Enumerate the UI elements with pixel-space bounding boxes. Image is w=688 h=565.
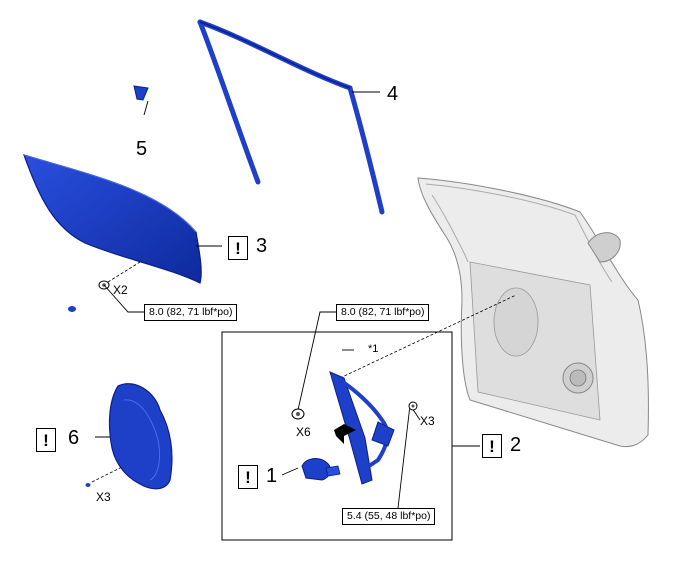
regulator-bolt-quantity: X6 [296, 425, 311, 439]
regulator-nut-quantity: X3 [420, 414, 435, 428]
part-number-3: 3 [256, 235, 268, 257]
glass-run-part [197, 19, 385, 215]
window-regulator-part [301, 371, 395, 485]
caution-icon-6: ! [36, 428, 56, 452]
callout-star-1: *1 [368, 343, 379, 355]
service-hole-cover-part [85, 383, 173, 490]
regulator-bolt [291, 408, 305, 420]
caution-icon-1: ! [238, 465, 258, 489]
part-number-4: 4 [387, 83, 399, 105]
door-panel [417, 177, 649, 448]
leader-lines [95, 91, 480, 509]
caution-icon-3: ! [228, 236, 248, 260]
direction-arrow [334, 424, 356, 444]
regulator-nut [408, 401, 418, 411]
caution-icon-2: ! [482, 434, 502, 458]
bolt-alignment-dashline [339, 294, 517, 379]
regulator-detail-box [221, 331, 453, 541]
door-glass-part [23, 154, 202, 312]
glass-bolt-dashline [107, 261, 141, 283]
part-number-5: 5 [136, 138, 148, 160]
small-cover-part [133, 85, 149, 101]
regulator-bolt-torque: 8.0 (82, 71 lbf*po) [336, 304, 430, 321]
part-number-6: 6 [68, 427, 80, 449]
cover-clip-quantity: X3 [96, 490, 111, 504]
glass-bolt-quantity: X2 [113, 283, 128, 297]
part-number-2: 2 [510, 434, 522, 456]
regulator-nut-torque: 5.4 (55, 48 lbf*po) [342, 508, 436, 525]
part-number-1: 1 [266, 465, 278, 487]
glass-bolt-torque: 8.0 (82, 71 lbf*po) [144, 304, 238, 321]
